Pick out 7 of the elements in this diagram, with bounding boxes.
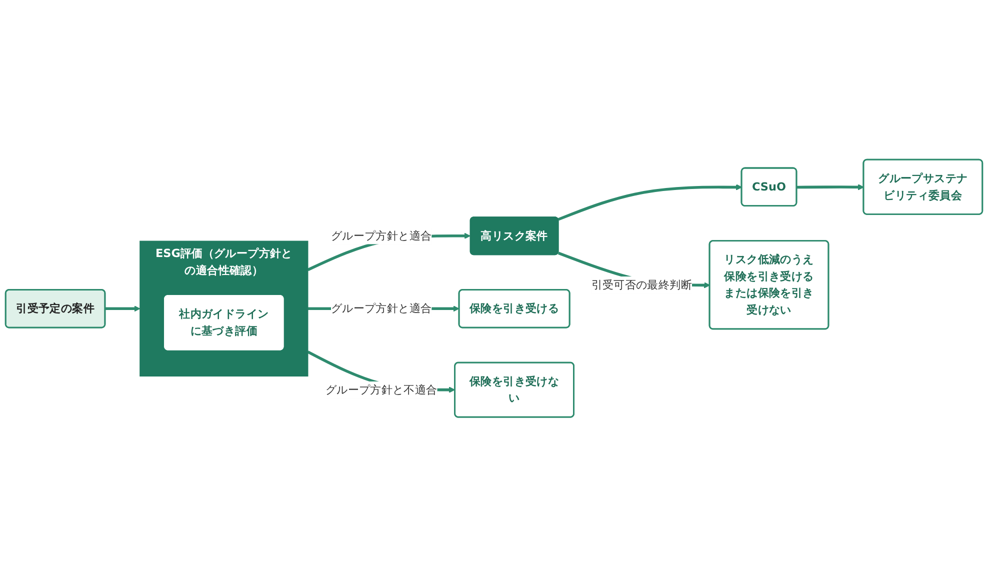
edge-label: グループ方針と適合 <box>330 302 432 316</box>
edge-label: 引受可否の最終判断 <box>591 278 692 292</box>
edge-label: グループ方針と適合 <box>330 229 432 242</box>
edge-label: グループ方針と不適合 <box>325 382 438 396</box>
arrow <box>796 184 864 190</box>
arrow <box>558 184 742 221</box>
arrow <box>104 306 140 312</box>
